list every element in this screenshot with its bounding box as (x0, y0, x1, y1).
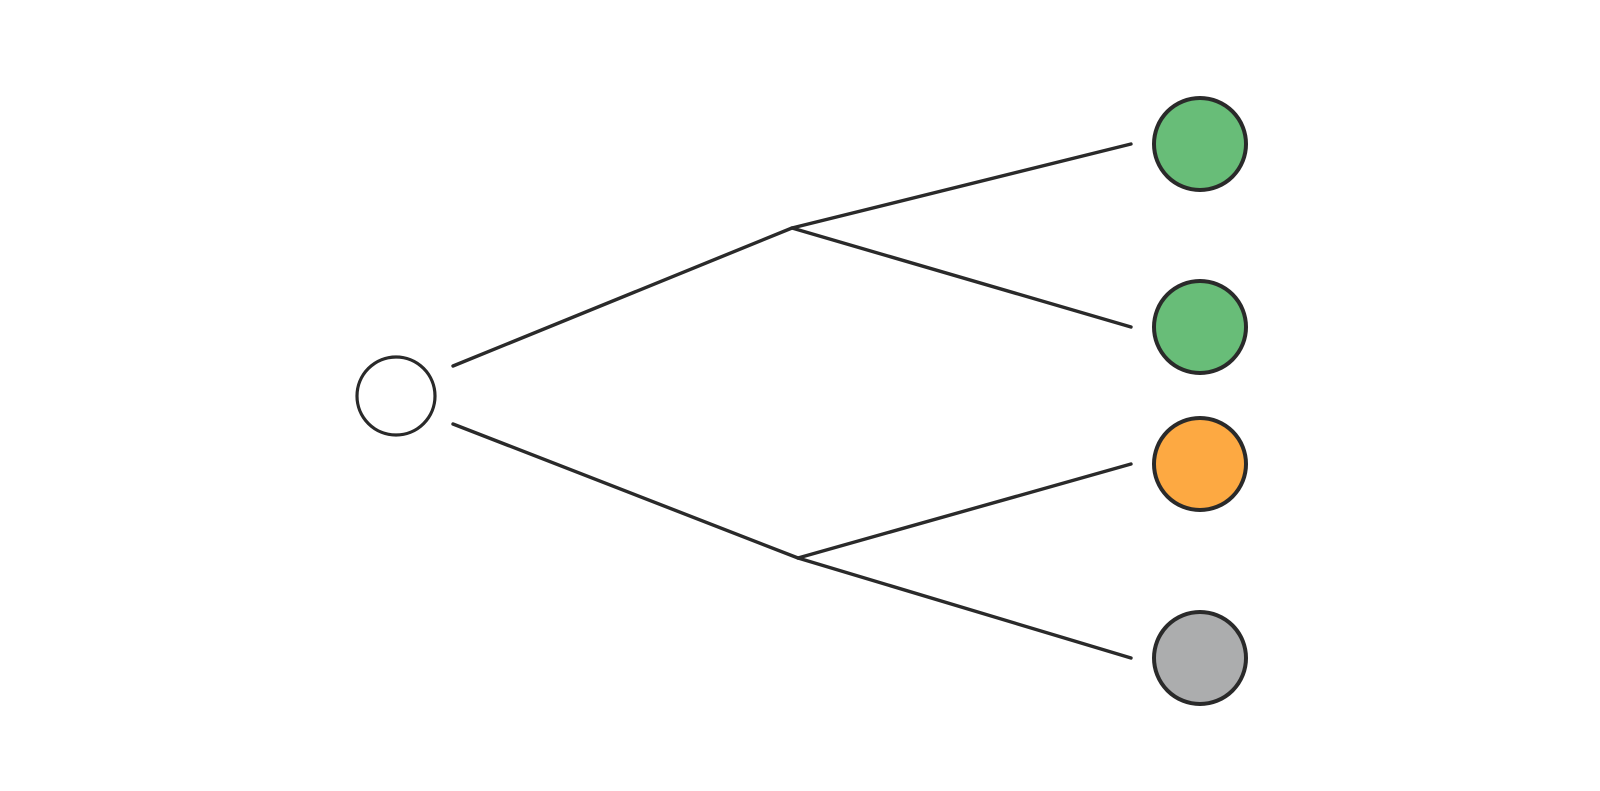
leaf-node-2-2 (1152, 610, 1248, 706)
leaf-edge-2-2 (796, 556, 1133, 660)
leaf-edge-1-1 (790, 142, 1133, 230)
tree-nodes (355, 96, 1248, 706)
branch-edge-1 (451, 226, 794, 368)
leaf-node-2-1 (1152, 416, 1248, 512)
leaf-edge-1-2 (790, 226, 1133, 329)
leaf-edge-2-1 (796, 462, 1133, 560)
root-node (355, 355, 437, 437)
leaf-node-1-1 (1152, 96, 1248, 192)
leaf-node-1-2 (1152, 279, 1248, 375)
branch-edge-2 (451, 422, 800, 560)
tree-edges (451, 142, 1133, 660)
